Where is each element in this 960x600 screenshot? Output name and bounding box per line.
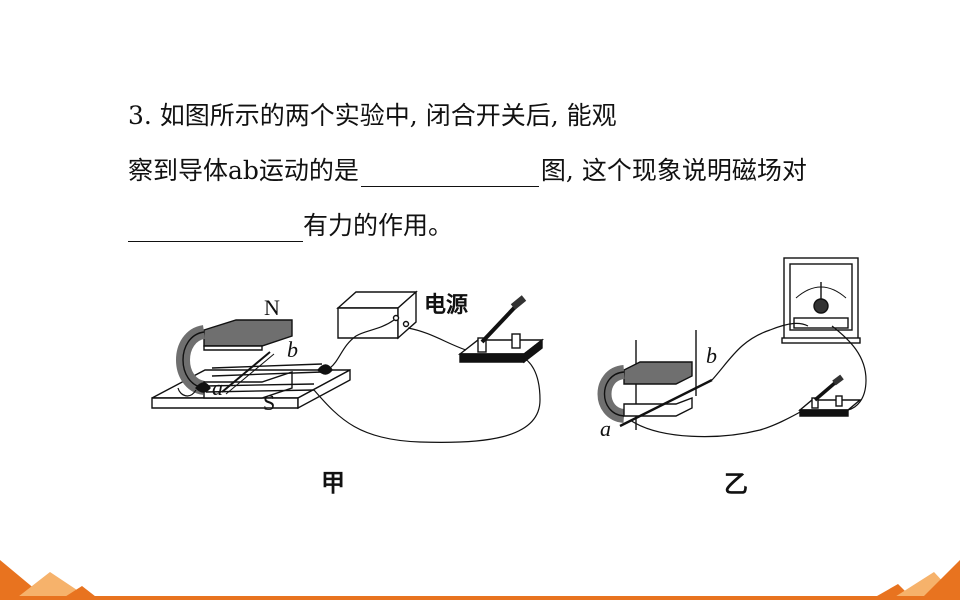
galvanometer bbox=[781, 257, 861, 344]
question-line-2: 察到导体ab运动的是 图, 这个现象说明磁场对 bbox=[128, 143, 908, 198]
wires-yi bbox=[629, 322, 867, 438]
label-n-pole: N bbox=[264, 295, 280, 320]
metal-rails bbox=[205, 363, 323, 393]
question-line-3: 有力的作用。 bbox=[128, 198, 908, 253]
label-s-pole: S bbox=[263, 390, 275, 415]
figure-yi bbox=[597, 257, 867, 438]
power-supply-box bbox=[336, 290, 418, 340]
label-a-yi: a bbox=[600, 416, 611, 441]
label-a-jia: a bbox=[212, 375, 223, 400]
label-power-source: 电源 bbox=[424, 292, 468, 317]
question-line-2-start: 察到导体ab运动的是 bbox=[128, 156, 359, 185]
label-b-yi: b bbox=[706, 343, 717, 368]
knife-switch-yi bbox=[798, 374, 862, 417]
knife-switch bbox=[457, 295, 545, 364]
wires-jia bbox=[177, 319, 541, 443]
question-text: 3. 如图所示的两个实验中, 闭合开关后, 能观 察到导体ab运动的是 图, 这个… bbox=[128, 88, 908, 253]
question-line-3-end: 有力的作用。 bbox=[303, 211, 454, 240]
conductor-rod-ab bbox=[221, 351, 271, 393]
label-b-jia: b bbox=[287, 337, 298, 362]
question-line-2-end: 图, 这个现象说明磁场对 bbox=[540, 156, 807, 185]
conductor-rod-ab-yi bbox=[619, 378, 713, 428]
figure-jia bbox=[151, 290, 545, 443]
caption-jia: 甲 bbox=[321, 471, 345, 497]
terminal-right bbox=[317, 364, 333, 375]
answer-blank-2[interactable] bbox=[128, 207, 303, 242]
caption-yi: 乙 bbox=[724, 472, 748, 498]
footer-bar bbox=[0, 596, 960, 600]
decor-triangle-right-3 bbox=[920, 560, 960, 600]
conductor-rod-edge bbox=[225, 353, 275, 395]
question-line-1: 3. 如图所示的两个实验中, 闭合开关后, 能观 bbox=[128, 101, 617, 130]
answer-blank-1[interactable] bbox=[360, 152, 539, 187]
terminal-left bbox=[195, 382, 211, 393]
